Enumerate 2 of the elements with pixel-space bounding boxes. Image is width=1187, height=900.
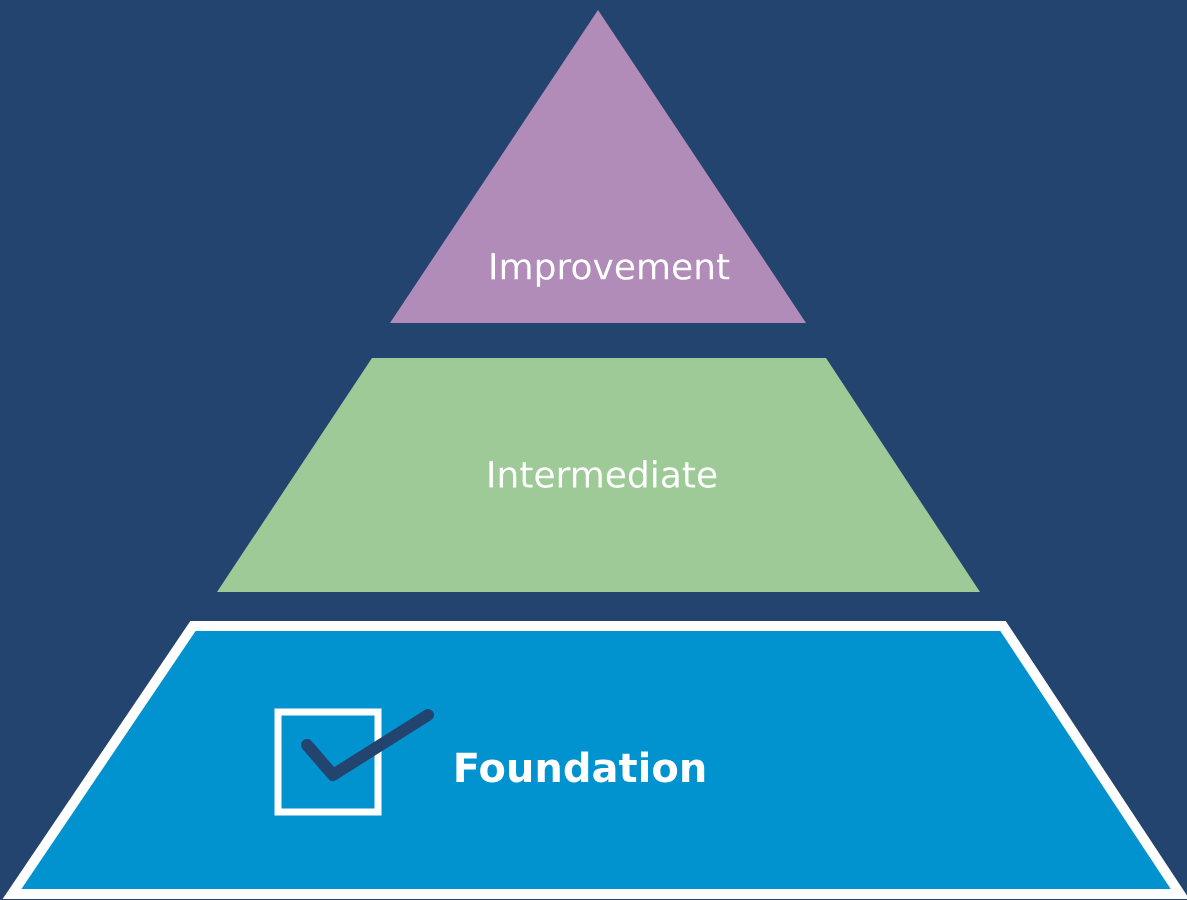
pyramid-tier: Improvement: [390, 10, 806, 323]
pyramid-tier: Intermediate: [217, 358, 980, 592]
